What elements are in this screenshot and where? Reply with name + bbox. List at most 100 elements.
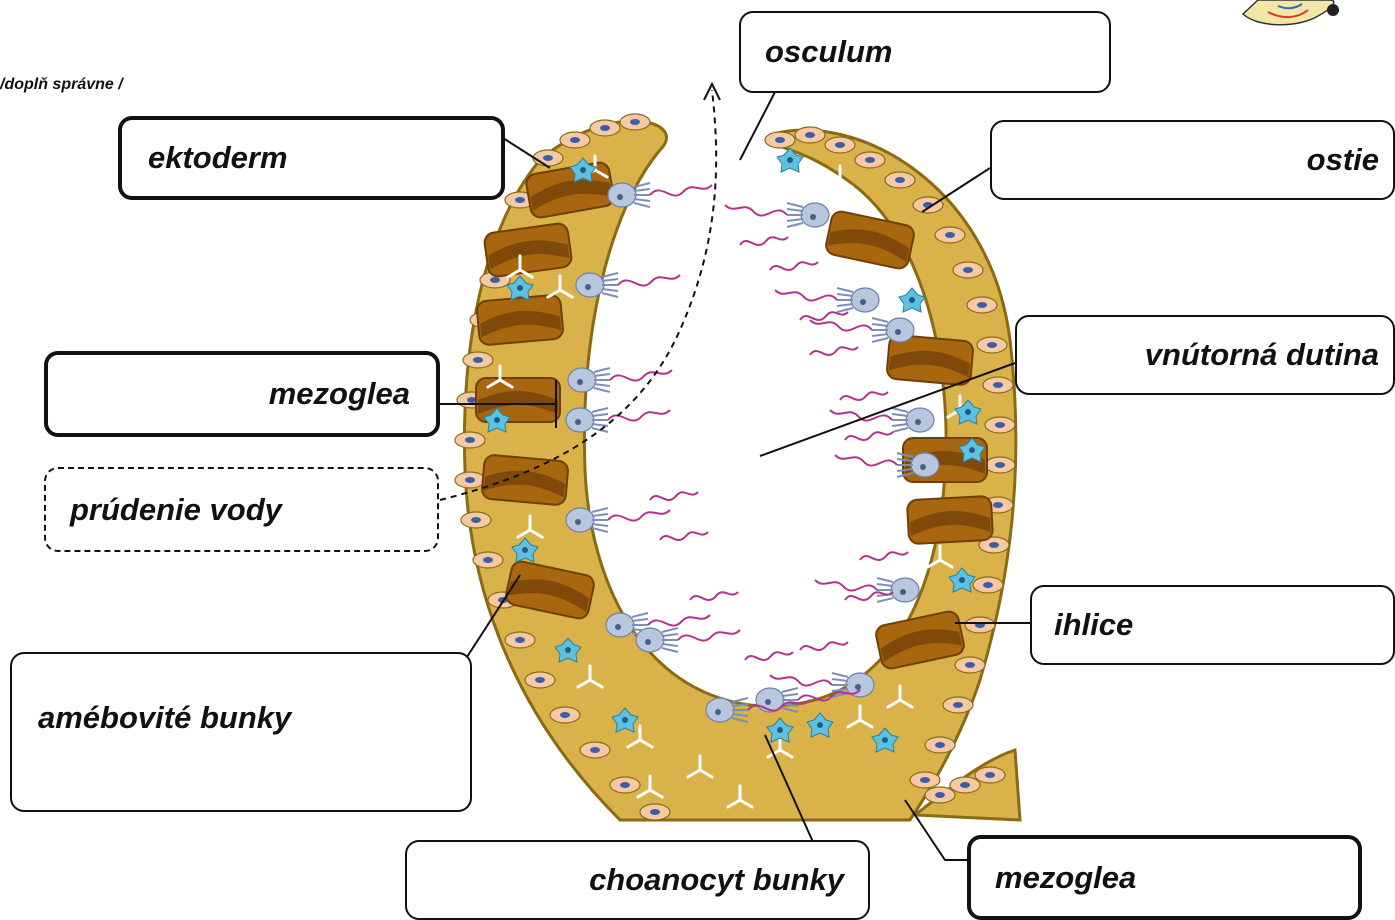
choanocyte-nucleus [860,299,866,305]
choanocyte [872,318,914,342]
epidermis-nucleus [630,119,640,125]
epidermis-nucleus [650,809,660,815]
epidermis-nucleus [995,462,1005,468]
label-choanocyt-bunky-text: choanocyt bunky [589,862,844,898]
collar-strand [837,304,853,306]
collar-strand [892,424,908,426]
label-vnutorna-dutina: vnútorná dutina [1015,315,1395,395]
collar-strand [634,189,650,191]
flagellum [800,642,848,650]
epidermis-nucleus [977,302,987,308]
epidermis-cell [885,172,915,188]
collar-strand [632,613,648,617]
epidermis-nucleus [983,582,993,588]
epidermis-nucleus [865,157,875,163]
epidermis-nucleus [993,502,1003,508]
flagellum [610,370,672,381]
choanocyte [576,273,618,297]
epidermis-cell [950,777,980,793]
epidermis-nucleus [570,137,580,143]
amoebocyte-nucleus [965,409,971,415]
collar-strand [602,293,618,297]
label-mezoglea-bottom-text: mezoglea [995,860,1136,896]
amoebocyte [899,288,925,312]
collar-strand [872,338,888,342]
epidermis-cell [455,432,485,448]
choanocyte [837,288,879,312]
epidermis-cell [913,197,943,213]
epidermis-nucleus [987,342,997,348]
amoebocyte-nucleus [959,577,965,583]
flagellum [648,615,710,626]
epidermis-cell [855,152,885,168]
choanocyte [877,578,919,602]
choanocyte [636,628,678,652]
choanocyte-nucleus [575,519,581,525]
choanocyte-nucleus [915,419,921,425]
amoebocyte-nucleus [909,297,915,303]
epidermis-nucleus [515,197,525,203]
epidermis-nucleus [483,557,493,563]
amoebocyte-nucleus [787,157,793,163]
epidermis-cell [461,512,491,528]
flagellum [840,392,888,400]
collar-strand [634,199,650,201]
label-ihlice-text: ihlice [1054,607,1133,643]
epidermis-nucleus [620,782,630,788]
choanocyte-nucleus [577,379,583,385]
collar-strand [832,673,848,677]
collar-strand [877,584,893,586]
epidermis-nucleus [590,747,600,753]
flagellum [770,675,832,686]
label-ihlice: ihlice [1030,585,1395,665]
choanocyte-nucleus [645,639,651,645]
choanocyte [568,368,610,392]
epidermis-cell [975,767,1005,783]
collar-strand [594,388,610,392]
epidermis-nucleus [543,155,553,161]
collar-strand [592,524,608,526]
flagellum [845,432,893,440]
epidermis-cell [590,120,620,136]
epidermis-nucleus [835,142,845,148]
label-mezoglea-left-text: mezoglea [269,376,410,412]
epidermis-cell [985,457,1015,473]
collar-strand [602,279,618,281]
flagellum [740,237,788,245]
collar-strand [662,644,678,646]
epidermis-cell [473,552,503,568]
flagellum [678,630,740,641]
flagellum [650,492,698,500]
choanocyte-nucleus [900,589,906,595]
amoebocyte-nucleus [494,417,500,423]
epidermis-cell [525,672,555,688]
flagellum [690,592,738,600]
flagellum [608,510,670,521]
epidermis-cell [910,772,940,788]
collar-strand [662,634,678,636]
epidermis-nucleus [515,637,525,643]
collar-strand [592,424,608,426]
collar-strand [592,508,608,512]
collar-strand [594,384,610,386]
collar-strand [782,688,798,692]
epidermis-cell [795,127,825,143]
choanocyte [566,508,608,532]
choanocyte-nucleus [585,284,591,290]
collar-strand [787,203,803,207]
epidermis-nucleus [920,777,930,783]
flagellum [660,532,708,540]
epidermis-nucleus [471,517,481,523]
epidermis-cell [943,697,973,713]
label-ektoderm-text: ektoderm [148,140,288,176]
epidermis-cell [640,804,670,820]
epidermis-cell [455,472,485,488]
choanocyte-nucleus [715,709,721,715]
collar-strand [787,219,803,221]
amoebocyte-nucleus [522,547,528,553]
collar-strand [592,408,608,412]
epidermis-nucleus [985,772,995,778]
flagellum [745,652,793,660]
choanocyte-nucleus [855,684,861,690]
flagellum [770,262,818,270]
